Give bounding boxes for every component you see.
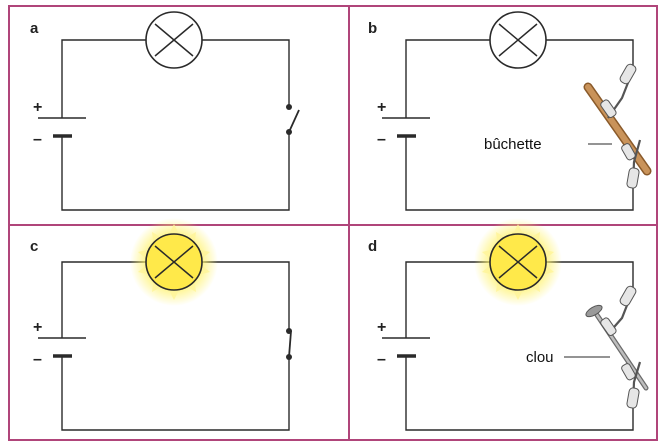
lit-lamp-d (474, 218, 562, 306)
clip-b-bottom (621, 139, 642, 189)
vertical-divider (348, 5, 350, 441)
battery-c: + – (33, 319, 86, 368)
plus-sign-b: + (377, 99, 386, 116)
panel-a: a + – (30, 11, 300, 211)
panel-c-label: c (30, 238, 38, 255)
buchette-label: bûchette (484, 136, 542, 153)
panel-a-label: a (30, 20, 39, 37)
lamp-b (489, 11, 547, 69)
panel-d: d + – (368, 218, 649, 431)
battery-d: + – (377, 319, 430, 368)
panel-b-label: b (368, 20, 377, 37)
plus-sign-c: + (33, 319, 42, 336)
battery-a: + – (33, 99, 86, 148)
wire-b-bottom (405, 136, 634, 211)
plus-sign-d: + (377, 319, 386, 336)
minus-sign-a: – (33, 131, 42, 148)
wire-b-top-left (405, 39, 490, 118)
wire-d-top-left (405, 261, 490, 338)
battery-b: + – (377, 99, 430, 148)
wire-b-top-right (546, 39, 634, 70)
open-switch-a (286, 104, 300, 135)
minus-sign-b: – (377, 131, 386, 148)
wire-a-bottom (61, 133, 290, 211)
panel-b: b + – bûchette (368, 11, 652, 211)
lamp-a (145, 11, 203, 69)
closed-switch-c (286, 328, 292, 360)
wooden-stick (583, 82, 652, 176)
lit-lamp-c (130, 218, 218, 306)
minus-sign-c: – (33, 351, 42, 368)
wire-a-top-left (61, 39, 146, 118)
wire-d-bottom (405, 356, 634, 431)
figure-frame (8, 5, 658, 441)
clou-label: clou (526, 349, 554, 366)
plus-sign-a: + (33, 99, 42, 116)
wire-a-top-right (202, 39, 290, 106)
wire-c-top-left (61, 261, 146, 338)
minus-sign-d: – (377, 351, 386, 368)
clip-d-top (600, 285, 637, 336)
wire-c-bottom (61, 356, 290, 431)
panel-c: c + – (30, 218, 292, 431)
wire-d-top-right (546, 261, 634, 290)
panel-d-label: d (368, 238, 377, 255)
clip-b-top (600, 63, 637, 119)
clip-d-bottom (621, 361, 642, 409)
wire-c-top-right (202, 261, 290, 330)
horizontal-divider (8, 224, 658, 226)
